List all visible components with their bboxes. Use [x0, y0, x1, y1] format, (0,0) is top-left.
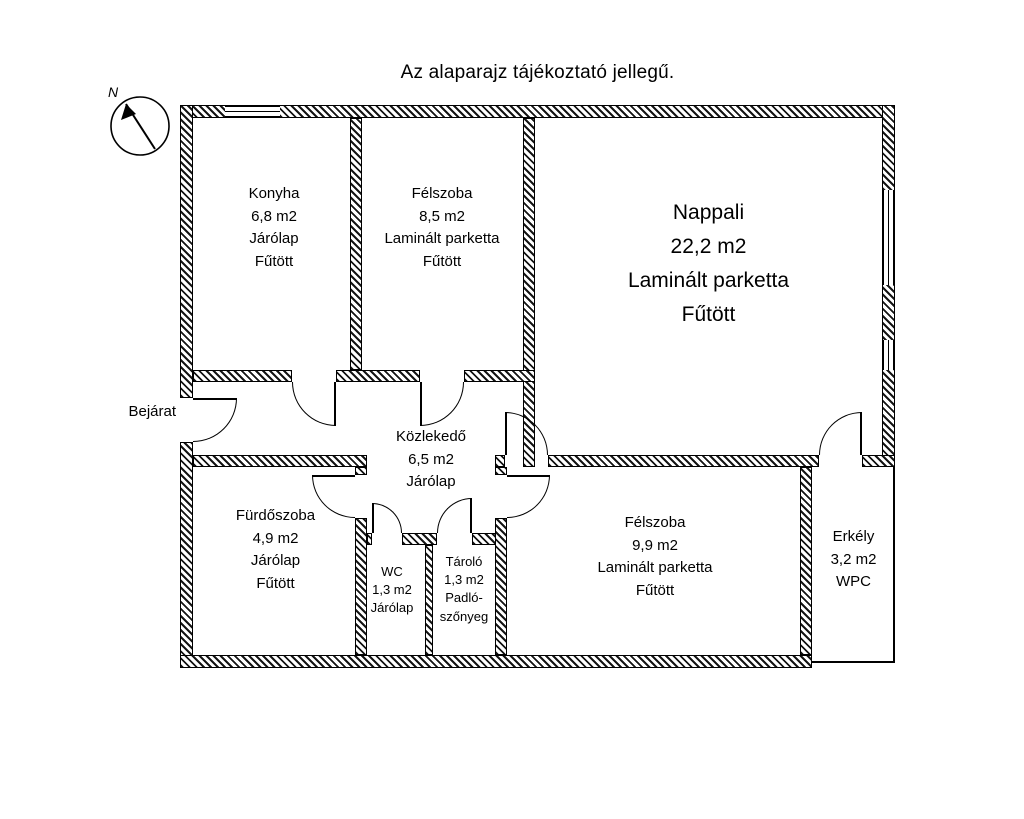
door-arc-erkely — [819, 412, 862, 455]
wall-corridor-top-seg2 — [336, 370, 420, 382]
wall-tarolo-felszoba-seg1 — [495, 467, 507, 475]
room-label-felszoba-felso: Félszoba 8,5 m2 Laminált parketta Fűtött — [358, 183, 526, 273]
room-label-furdoszoba: Fürdőszoba 4,9 m2 Járólap Fűtött — [198, 505, 353, 595]
wall-wc-top-seg2 — [402, 533, 437, 545]
room-area: 22,2 m2 — [670, 235, 747, 259]
room-floor: Padló- — [445, 590, 483, 606]
window-nappali-large — [882, 190, 895, 285]
room-floor: WPC — [836, 573, 871, 590]
door-leaf-felszoba-felso — [420, 382, 422, 426]
room-heating: Fűtött — [256, 574, 295, 592]
room-area: 1,3 m2 — [372, 582, 412, 598]
room-floor: Járólap — [249, 230, 299, 247]
room-label-wc: WC 1,3 m2 Járólap — [360, 563, 424, 618]
balcony-outline — [812, 467, 895, 663]
wall-felszoba-erkely — [800, 467, 812, 655]
door-leaf-entrance — [193, 398, 237, 400]
room-floor2: szőnyeg — [439, 608, 489, 624]
wall-konyha-felszoba — [350, 118, 362, 370]
wall-nappali-bottom-seg1 — [495, 455, 505, 467]
room-name: WC — [381, 564, 403, 579]
room-heating: Fűtött — [681, 303, 736, 327]
room-area: 1,3 m2 — [444, 572, 484, 588]
wall-tarolo-felszoba-seg2 — [495, 518, 507, 655]
room-label-kozlekedo: Közlekedő 6,5 m2 Járólap — [367, 426, 495, 494]
door-arc-tarolo — [437, 498, 472, 533]
door-arc-konyha — [292, 382, 336, 426]
wall-nappali-bottom-seg3 — [862, 455, 895, 467]
room-name: Tároló — [445, 554, 483, 569]
wall-wc-tarolo — [425, 545, 433, 655]
room-floor: Járólap — [406, 473, 456, 490]
room-floor: Laminált parketta — [384, 230, 500, 247]
door-arc-felszoba-felso — [420, 382, 464, 426]
room-name: Félszoba — [624, 514, 686, 531]
room-name: Fürdőszoba — [235, 507, 316, 524]
door-leaf-wc — [372, 503, 374, 533]
room-label-nappali: Nappali 22,2 m2 Laminált parketta Fűtött — [537, 196, 880, 332]
room-area: 8,5 m2 — [419, 207, 465, 225]
room-area: 6,8 m2 — [251, 207, 297, 225]
room-label-konyha: Konyha 6,8 m2 Járólap Fűtött — [195, 183, 353, 273]
wall-outer-right — [882, 105, 895, 467]
room-label-erkely: Erkély 3,2 m2 WPC — [814, 526, 893, 594]
room-label-tarolo: Tároló 1,3 m2 Padló- szőnyeg — [431, 553, 497, 626]
wall-outer-top — [180, 105, 895, 118]
door-arc-nappali — [505, 412, 548, 455]
wall-felszoba-nappali — [523, 118, 535, 467]
compass-north-label: N — [108, 84, 119, 100]
room-name: Konyha — [248, 185, 300, 202]
door-arc-wc — [372, 503, 402, 533]
door-leaf-nappali — [505, 412, 507, 455]
wall-outer-left-lower — [180, 442, 193, 668]
wall-furdoszoba-right-seg2 — [355, 518, 367, 655]
room-floor: Laminált parketta — [597, 559, 713, 576]
door-leaf-erkely — [860, 412, 862, 455]
room-heating: Fűtött — [422, 252, 462, 270]
page-title: Az alaparajz tájékoztató jellegű. — [400, 62, 675, 83]
room-name: Félszoba — [411, 185, 473, 202]
window-konyha — [225, 105, 280, 118]
room-floor: Járólap — [370, 600, 414, 616]
room-area: 3,2 m2 — [830, 550, 877, 568]
room-name: Erkély — [832, 528, 875, 545]
room-heating: Fűtött — [254, 252, 294, 270]
room-area: 4,9 m2 — [252, 529, 299, 547]
wall-outer-bottom — [180, 655, 812, 668]
compass-icon: N — [108, 84, 170, 156]
room-floor: Laminált parketta — [627, 269, 790, 293]
wall-wc-top-seg1 — [367, 533, 372, 545]
door-leaf-konyha — [334, 382, 336, 426]
wall-furdoszoba-top — [193, 455, 367, 467]
room-area: 9,9 m2 — [632, 536, 678, 554]
room-name: Nappali — [672, 201, 745, 224]
room-name: Közlekedő — [395, 428, 467, 445]
room-label-felszoba-also: Félszoba 9,9 m2 Laminált parketta Fűtött — [512, 512, 798, 602]
room-heating: Fűtött — [635, 581, 675, 599]
door-leaf-furdoszoba — [312, 475, 355, 477]
window-nappali-small — [882, 340, 895, 370]
wall-corridor-top-seg3 — [464, 370, 535, 382]
room-area: 6,5 m2 — [408, 450, 454, 468]
door-leaf-felszoba-also — [507, 475, 550, 477]
door-arc-entrance — [193, 398, 237, 442]
compass-rose: N — [96, 80, 180, 164]
wall-corridor-top-seg1 — [193, 370, 292, 382]
wall-nappali-bottom-seg2 — [548, 455, 819, 467]
room-floor: Járólap — [250, 552, 301, 569]
door-leaf-tarolo — [470, 498, 472, 533]
wall-outer-left-upper — [180, 105, 193, 398]
entrance-label: Bejárat — [128, 403, 176, 420]
wall-furdoszoba-right-seg1 — [355, 467, 367, 475]
